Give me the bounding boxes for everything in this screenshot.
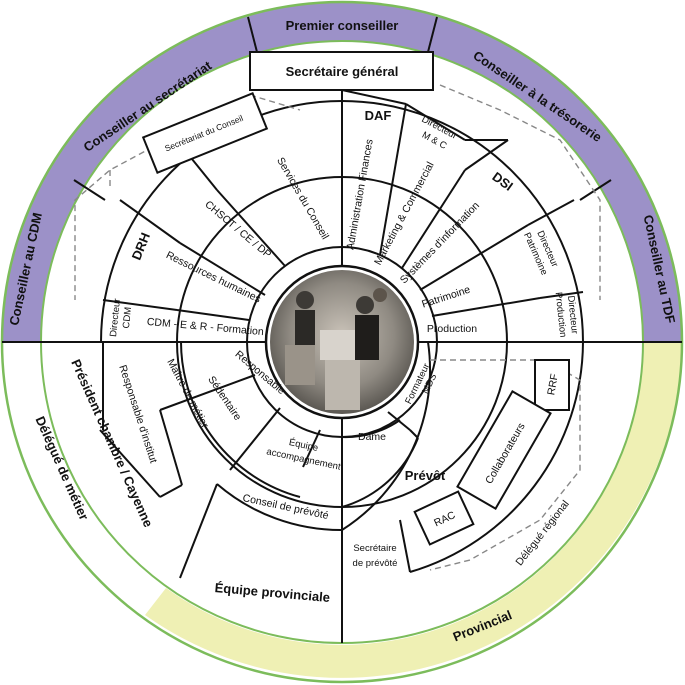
center-photo — [270, 270, 414, 414]
divider-bl-3 — [302, 429, 321, 468]
label-secretaire-general: Secrétaire général — [286, 64, 399, 79]
label-directeur-cdm-1: Directeur — [108, 298, 123, 337]
divider-br-4 — [399, 519, 411, 573]
divider-tr-2 — [401, 169, 466, 269]
divider-bl-7 — [99, 429, 161, 498]
divider-tl-5 — [119, 199, 181, 244]
divider-tr-4 — [431, 297, 541, 317]
divider-tr-1 — [379, 103, 407, 256]
outer-ring-top-purple — [2, 2, 682, 342]
dashed-connector-right — [439, 84, 601, 300]
label-services-conseil: Services du Conseil — [274, 155, 331, 241]
box-rac — [413, 490, 475, 546]
arc-bl-prevote — [216, 483, 343, 532]
arc-br-big — [409, 341, 584, 573]
label-administration-finances: Administration Finances — [344, 138, 375, 250]
divider-br-2 — [409, 429, 419, 439]
divider-tl-2 — [179, 242, 266, 296]
box-secretaire-general — [249, 51, 434, 91]
label-dsi: DSI — [489, 169, 515, 194]
outer-divider-2 — [427, 16, 438, 53]
outer-divider-3 — [73, 179, 106, 201]
divider-bl-5 — [159, 409, 183, 486]
dashed-connector-left — [74, 94, 301, 300]
label-drh: DRH — [129, 230, 153, 262]
label-directeur-production-2: Production — [553, 292, 569, 338]
label-secretaire-prevote-2: de prévôté — [353, 558, 398, 569]
divider-tl-3 — [176, 309, 250, 321]
outer-ring-provincial-yellow — [145, 342, 682, 678]
divider-tr-6 — [527, 199, 575, 226]
label-chsct: CHSCT / CE / DP — [202, 199, 273, 261]
label-delegue-metier: Délégué de métier — [32, 414, 91, 522]
label-production: Production — [427, 323, 477, 335]
label-equipe-provinciale: Équipe provinciale — [214, 580, 330, 605]
label-directeur-production-1: Directeur — [565, 295, 580, 334]
label-ressources-humaines: Ressources humaines — [164, 249, 263, 305]
box-collaborateurs — [456, 390, 552, 510]
divider-br-1 — [387, 411, 411, 431]
divider-tr-9 — [405, 103, 466, 141]
outer-divider-4 — [579, 179, 612, 201]
divider-tr-3 — [419, 224, 529, 291]
divider-tl-4 — [102, 299, 178, 311]
label-rrf: RRF — [545, 373, 561, 396]
divider-tr-8 — [341, 89, 407, 105]
label-secretaire-prevote-1: Secrétaire — [353, 543, 396, 554]
box-rrf — [534, 359, 570, 411]
label-prevot: Prévôt — [405, 468, 446, 483]
divider-bl-1 — [159, 374, 256, 411]
arc-br-outer — [341, 341, 431, 531]
outer-divider-1 — [247, 16, 258, 53]
label-daf: DAF — [365, 108, 392, 123]
divider-bl-4 — [179, 483, 218, 579]
divider-bl-2 — [229, 407, 281, 471]
arc-br-dame — [341, 419, 401, 439]
label-directeur-cdm-2: CDM — [121, 306, 134, 329]
label-premier-conseiller: Premier conseiller — [286, 18, 399, 33]
ring-r3-arc — [100, 100, 584, 343]
divider-tr-5 — [464, 139, 509, 171]
box-secretariat-conseil — [141, 91, 269, 175]
divider-tr-7 — [539, 291, 584, 299]
divider-bl-6 — [159, 484, 183, 498]
label-dame: Dame — [358, 431, 386, 443]
arc-bl-responsable-inst — [180, 341, 301, 498]
divider-tl-1 — [216, 189, 286, 267]
label-patrimoine: Patrimoine — [420, 284, 472, 311]
label-conseiller-tresorerie: Conseiller à la trésorerie — [470, 48, 604, 145]
